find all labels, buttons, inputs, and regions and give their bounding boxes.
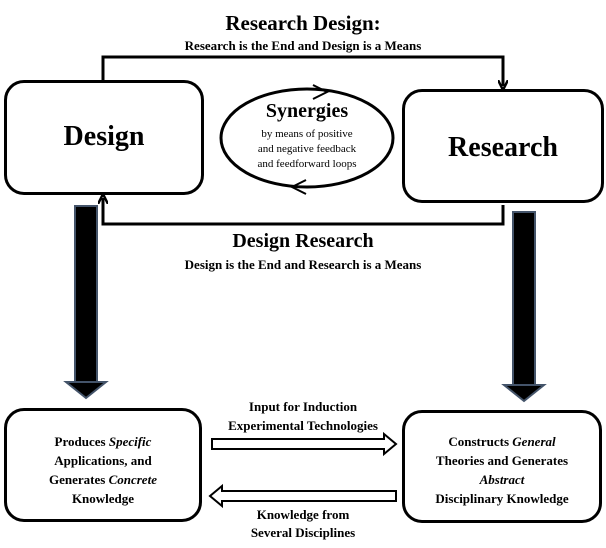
research-design-subtitle: Research is the End and Design is a Mean…	[184, 38, 422, 53]
synergies-title: Synergies	[265, 100, 349, 122]
design-research-subtitle: Design is the End and Research is a Mean…	[184, 257, 422, 272]
general-line-2: Theories and Generates	[435, 453, 569, 468]
specific-line-2: Applications, and	[54, 453, 152, 468]
research-box: Research	[402, 89, 604, 203]
left-hollow-arrow	[208, 483, 397, 509]
specific-line-1: Produces Specific	[54, 434, 152, 449]
specific-line-3: Generates Concrete	[49, 472, 157, 487]
research-down-arrow	[501, 211, 547, 403]
general-line-3: Abstract	[479, 472, 525, 487]
bottom-loop-arrow	[103, 198, 505, 226]
design-research-title: Design Research	[232, 230, 374, 252]
synergies-line-2: and negative feedback	[257, 143, 357, 155]
design-box: Design	[4, 80, 204, 195]
induction-label-line-2: Experimental Technologies	[228, 418, 378, 433]
synergies-ellipse	[219, 87, 395, 189]
general-line-1: Constructs General	[448, 434, 556, 449]
specific-line-4: Knowledge	[71, 491, 135, 506]
design-label: Design	[63, 121, 145, 152]
research-design-title: Research Design:	[225, 11, 381, 35]
general-knowledge-box: Constructs General Theories and Generate…	[402, 410, 602, 523]
right-hollow-arrow	[211, 431, 398, 457]
synergies-line-1: by means of positive	[261, 128, 353, 140]
synergies-top-arrowhead	[312, 84, 330, 100]
research-label: Research	[448, 132, 558, 163]
disciplines-label-line-1: Knowledge from	[256, 507, 350, 522]
synergies-bottom-arrowhead	[289, 179, 307, 195]
top-loop-arrow	[101, 55, 503, 86]
design-down-arrow	[63, 205, 109, 400]
general-line-4: Disciplinary Knowledge	[435, 491, 569, 506]
disciplines-label-line-2: Several Disciplines	[250, 525, 356, 540]
induction-label-line-1: Input for Induction	[248, 399, 358, 414]
specific-knowledge-box: Produces Specific Applications, and Gene…	[4, 408, 202, 522]
synergies-line-3: and feedforward loops	[257, 158, 357, 170]
